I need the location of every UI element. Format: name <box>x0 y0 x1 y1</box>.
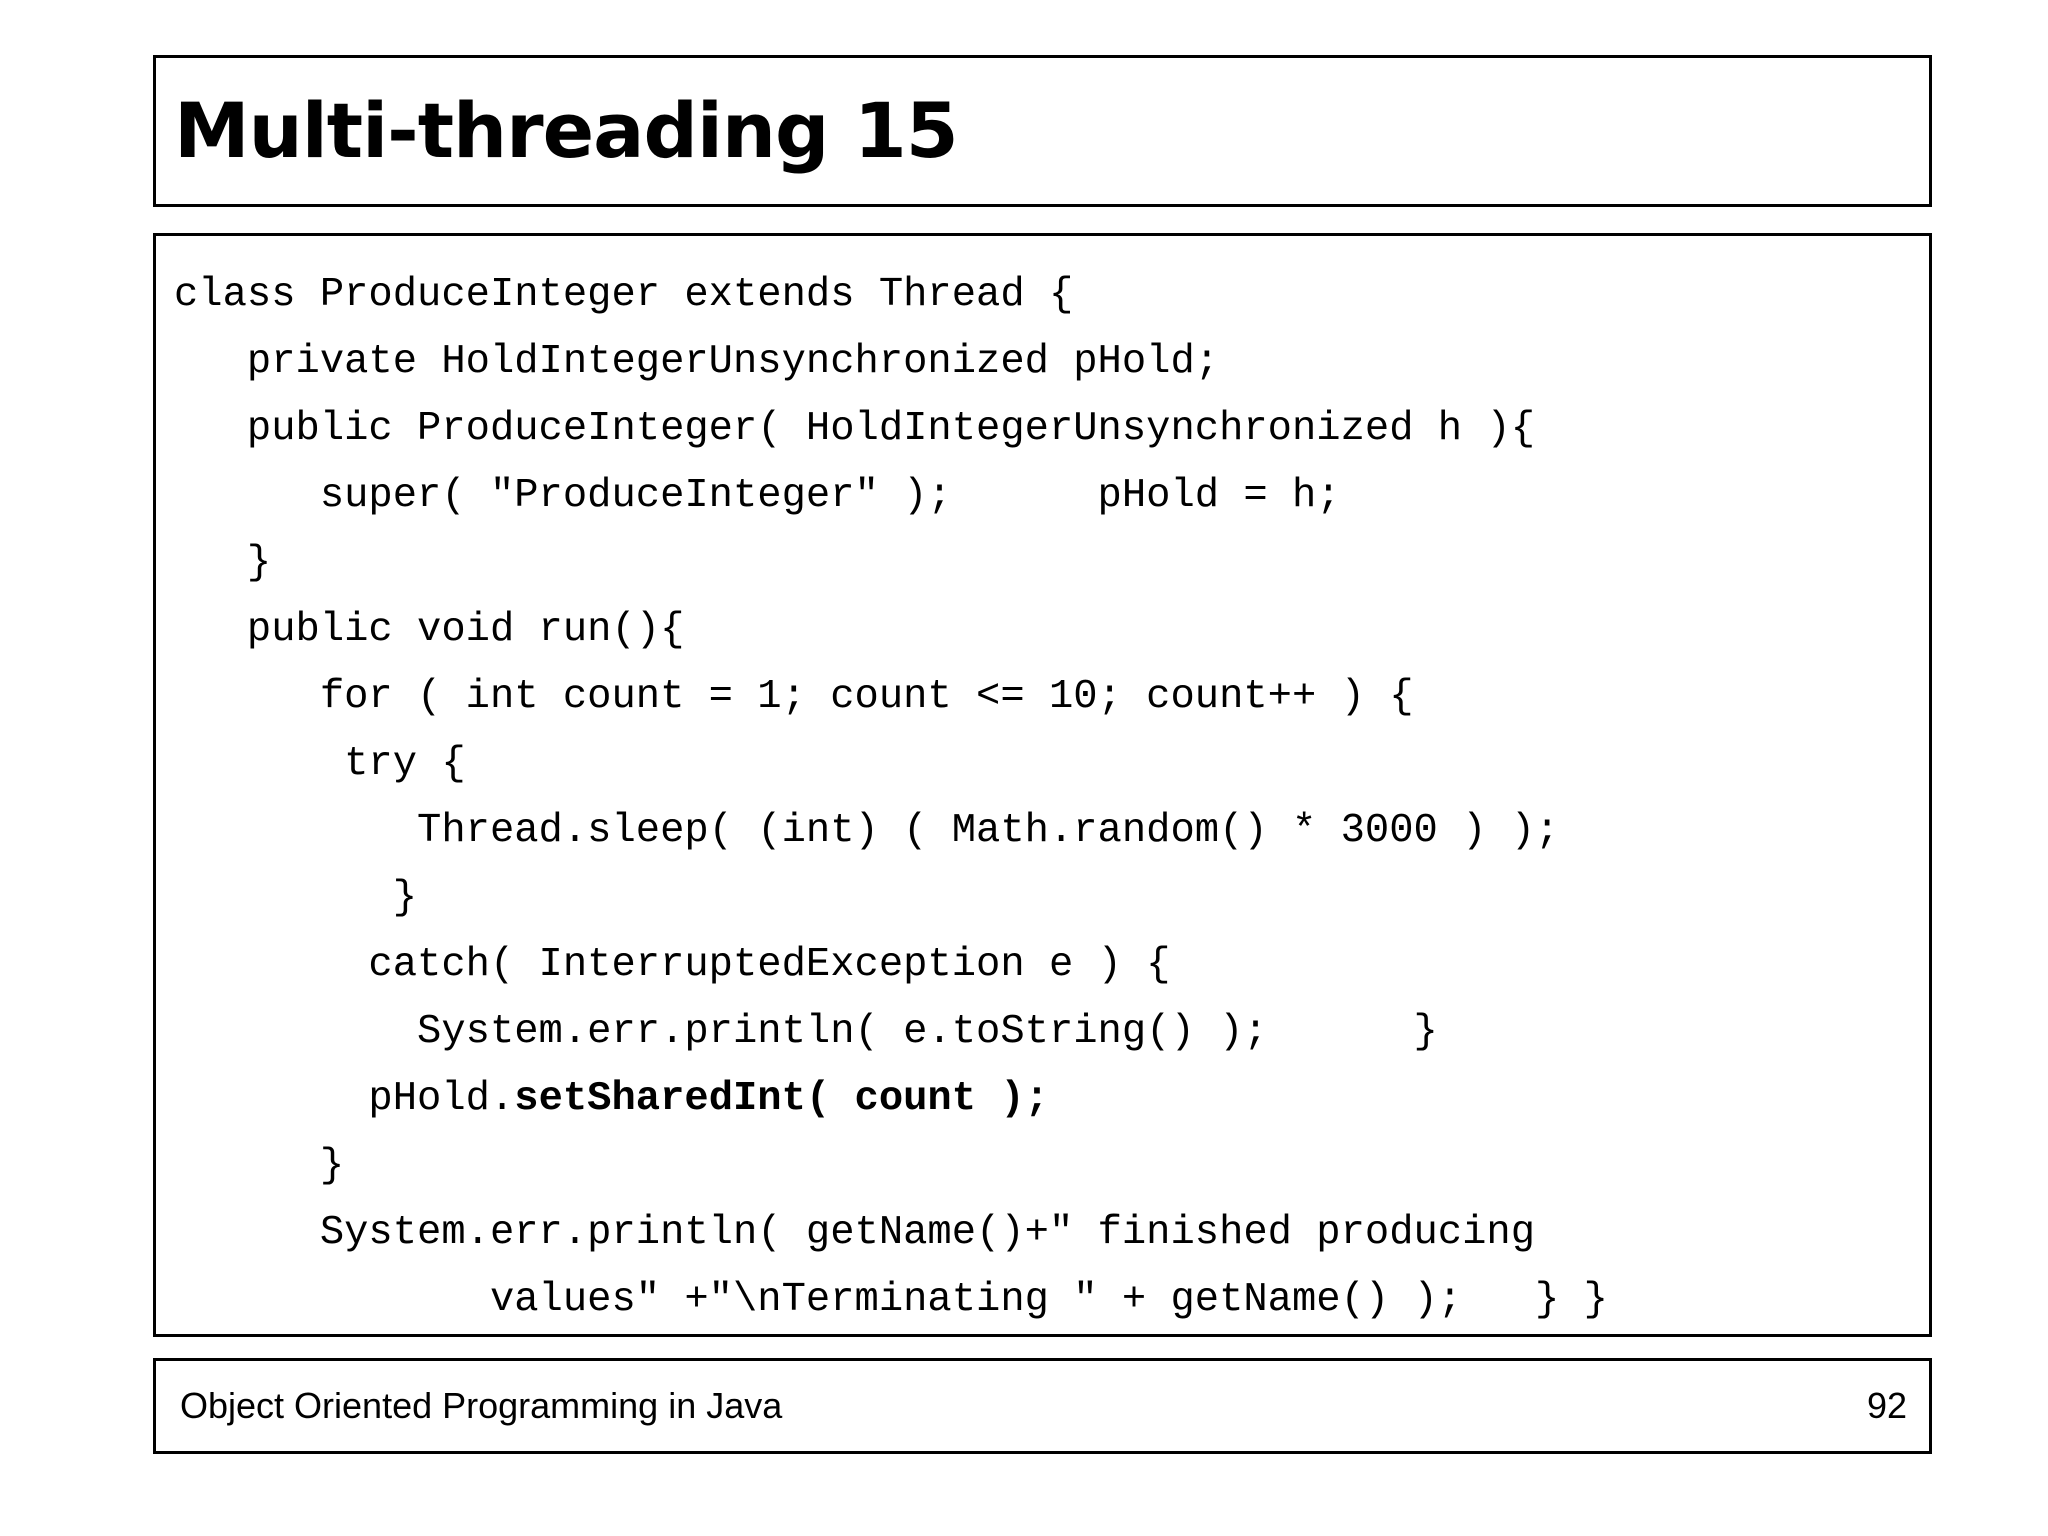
footer-page-number: 92 <box>1866 1385 1907 1426</box>
code-line: } <box>174 1143 344 1189</box>
code-listing: class ProduceInteger extends Thread { pr… <box>156 236 1929 1334</box>
code-text: values" +"\nTerminating " + getName() );… <box>174 1277 1608 1323</box>
code-line: System.err.println( e.toString() ); } <box>174 1009 1438 1055</box>
code-text: System.err.println( getName()+" finished… <box>174 1210 1536 1256</box>
code-line: public ProduceInteger( HoldIntegerUnsync… <box>174 406 1535 452</box>
code-text: catch( InterruptedException e ) { <box>174 942 1171 988</box>
code-line: private HoldIntegerUnsynchronized pHold; <box>174 339 1219 385</box>
code-text: System.err.println( e.toString() ); } <box>174 1009 1438 1055</box>
title-box: Multi-threading 15 <box>153 55 1932 207</box>
code-line: for ( int count = 1; count <= 10; count+… <box>174 674 1414 720</box>
code-line: Thread.sleep( (int) ( Math.random() * 30… <box>174 808 1559 854</box>
code-text-emphasis: setSharedInt( count ); <box>514 1076 1049 1122</box>
code-text: public void run(){ <box>174 607 685 653</box>
code-line: System.err.println( getName()+" finished… <box>174 1210 1535 1256</box>
code-line: values" +"\nTerminating " + getName() );… <box>174 1277 1608 1323</box>
code-line: public void run(){ <box>174 607 684 653</box>
code-text: super( "ProduceInteger" ); pHold = h; <box>174 473 1341 519</box>
code-text: Thread.sleep( (int) ( Math.random() * 30… <box>174 808 1560 854</box>
code-line: pHold.setSharedInt( count ); <box>174 1076 1049 1122</box>
code-text: pHold. <box>174 1076 515 1122</box>
code-text: private HoldIntegerUnsynchronized pHold; <box>174 339 1220 385</box>
code-text: for ( int count = 1; count <= 10; count+… <box>174 674 1414 720</box>
code-text: try { <box>174 741 466 787</box>
code-text: } <box>174 875 418 921</box>
code-text: } <box>174 540 272 586</box>
code-text: class ProduceInteger extends Thread { <box>174 272 1074 318</box>
code-text: public ProduceInteger( HoldIntegerUnsync… <box>174 406 1536 452</box>
code-text: } <box>174 1143 345 1189</box>
footer-bar: Object Oriented Programming in Java 92 <box>153 1358 1932 1454</box>
code-line: } <box>174 540 271 586</box>
code-line: super( "ProduceInteger" ); pHold = h; <box>174 473 1341 519</box>
code-line: class ProduceInteger extends Thread { <box>174 272 1073 318</box>
page-title: Multi-threading 15 <box>174 86 959 175</box>
code-line: } <box>174 875 417 921</box>
code-line: try { <box>174 741 466 787</box>
code-line: catch( InterruptedException e ) { <box>174 942 1170 988</box>
code-block-container: class ProduceInteger extends Thread { pr… <box>153 233 1932 1337</box>
footer-course-label: Object Oriented Programming in Java <box>180 1385 783 1426</box>
